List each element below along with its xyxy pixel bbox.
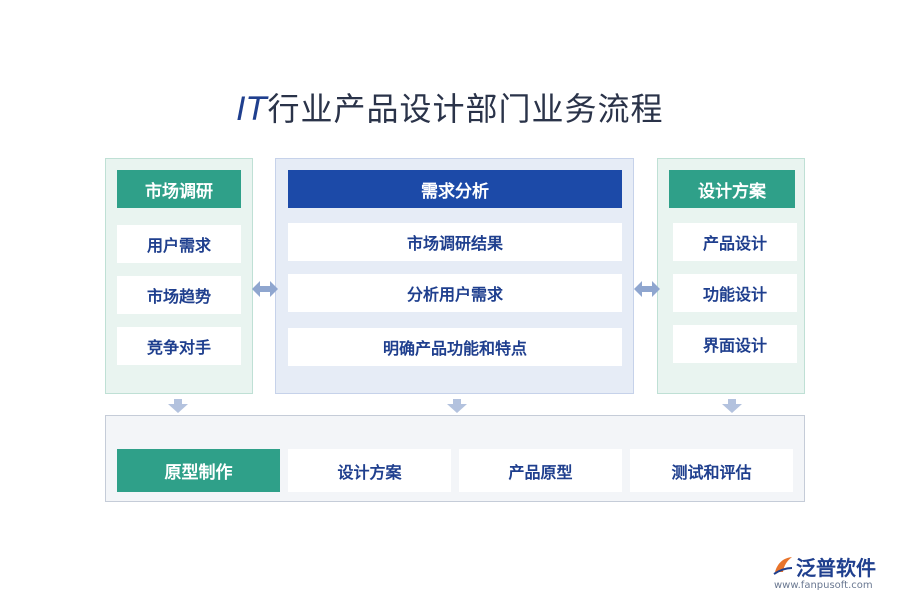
logo-icon (773, 557, 793, 575)
down-arrow-icon-center (447, 399, 467, 413)
down-arrow-icon-left (168, 399, 188, 413)
double-arrow-icon-right (634, 281, 660, 297)
left-item-1: 用户需求 (117, 225, 241, 263)
company-logo: 泛普软件 www.fanpusoft.com (772, 552, 892, 596)
down-arrow-icon-right (722, 399, 742, 413)
logo-url: www.fanpusoft.com (774, 580, 873, 591)
center-item-1: 市场调研结果 (288, 223, 622, 261)
logo-name: 泛普软件 (796, 556, 876, 580)
design-plan-header: 设计方案 (669, 170, 795, 208)
right-item-2: 功能设计 (673, 274, 797, 312)
center-item-3: 明确产品功能和特点 (288, 328, 622, 366)
requirement-analysis-header: 需求分析 (288, 170, 622, 208)
title-prefix: IT (236, 90, 268, 128)
right-item-3: 界面设计 (673, 325, 797, 363)
diagram-title: IT行业产品设计部门业务流程 (0, 84, 900, 130)
double-arrow-icon-left (252, 281, 278, 297)
bottom-item-3: 测试和评估 (630, 449, 793, 492)
left-item-2: 市场趋势 (117, 276, 241, 314)
title-text: 行业产品设计部门业务流程 (267, 90, 664, 128)
bottom-item-1: 设计方案 (288, 449, 451, 492)
bottom-item-2: 产品原型 (459, 449, 622, 492)
prototype-header: 原型制作 (117, 449, 280, 492)
market-research-header: 市场调研 (117, 170, 241, 208)
right-item-1: 产品设计 (673, 223, 797, 261)
left-item-3: 竞争对手 (117, 327, 241, 365)
center-item-2: 分析用户需求 (288, 274, 622, 312)
